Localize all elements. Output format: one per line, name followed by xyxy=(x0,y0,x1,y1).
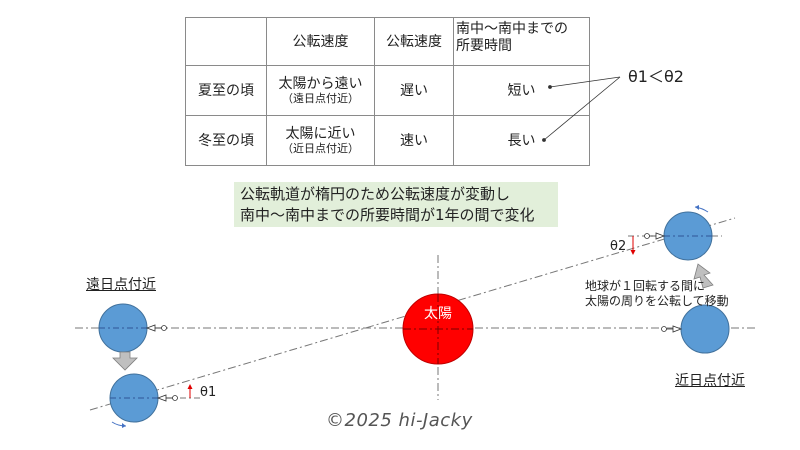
observer-marker-icon xyxy=(661,325,683,333)
distance-note: （遠日点付近） xyxy=(282,92,359,105)
distance-text: 太陽に近い xyxy=(285,126,356,142)
distance-cell: 太陽に近い （近日点付近） xyxy=(266,115,375,166)
distance-text: 太陽から遠い xyxy=(278,76,363,92)
explanation-note: 公転軌道が楕円のため公転速度が変動し 南中～南中までの所要時間が1年の間で変化 xyxy=(234,182,558,227)
note-line-1: 公転軌道が楕円のため公転速度が変動し xyxy=(240,185,511,203)
theta2-angle-marker xyxy=(630,236,636,255)
comparison-table: 公転速度 公転速度 南中～南中までの 所要時間 夏至の頃 太陽から遠い （遠日点… xyxy=(185,17,590,166)
observer-marker-icon xyxy=(156,394,178,402)
theta1-angle-marker xyxy=(187,384,193,398)
observer-marker-icon xyxy=(644,232,666,240)
header-line: 南中～南中までの xyxy=(456,21,568,37)
theta1-label: θ1 xyxy=(200,385,217,400)
season-cell: 冬至の頃 xyxy=(185,115,267,166)
header-cell-empty xyxy=(185,17,267,66)
earth-aphelion-2 xyxy=(109,373,159,423)
earth-aphelion-1 xyxy=(98,303,148,353)
observer-marker-icon xyxy=(145,324,167,332)
callout-lines xyxy=(542,76,621,142)
speed-cell: 速い xyxy=(374,115,454,166)
header-cell-duration: 南中～南中までの 所要時間 xyxy=(453,17,590,66)
aphelion-label: 遠日点付近 xyxy=(86,277,156,293)
note-line-2: 南中～南中までの所要時間が1年の間で変化 xyxy=(240,206,535,224)
move-down-arrow-icon xyxy=(112,351,138,371)
theta2-label: θ2 xyxy=(610,239,627,254)
table-row: 冬至の頃 太陽に近い （近日点付近） 速い 長い xyxy=(185,115,590,166)
move-up-arrow-icon xyxy=(693,263,714,289)
copyright-text: ©2025 hi-Jacky xyxy=(326,410,473,431)
distance-note: （近日点付近） xyxy=(282,142,359,155)
table-row: 夏至の頃 太陽から遠い （遠日点付近） 遅い 短い xyxy=(185,65,590,116)
duration-cell: 短い xyxy=(453,65,590,116)
earth-perihelion-2 xyxy=(663,211,713,261)
theta-inequality: θ1＜θ2 xyxy=(628,67,684,86)
speed-cell: 遅い xyxy=(374,65,454,116)
motion-note-line-1: 地球が１回転する間に xyxy=(585,279,706,293)
motion-note-line-2: 太陽の周りを公転して移動 xyxy=(585,294,729,308)
duration-cell: 長い xyxy=(453,115,590,166)
header-line: 所要時間 xyxy=(456,38,512,54)
perihelion-label: 近日点付近 xyxy=(675,373,745,389)
earth-perihelion-1 xyxy=(680,304,730,354)
motion-note: 地球が１回転する間に 太陽の周りを公転して移動 xyxy=(585,279,729,309)
sun-label: 太陽 xyxy=(424,306,452,322)
